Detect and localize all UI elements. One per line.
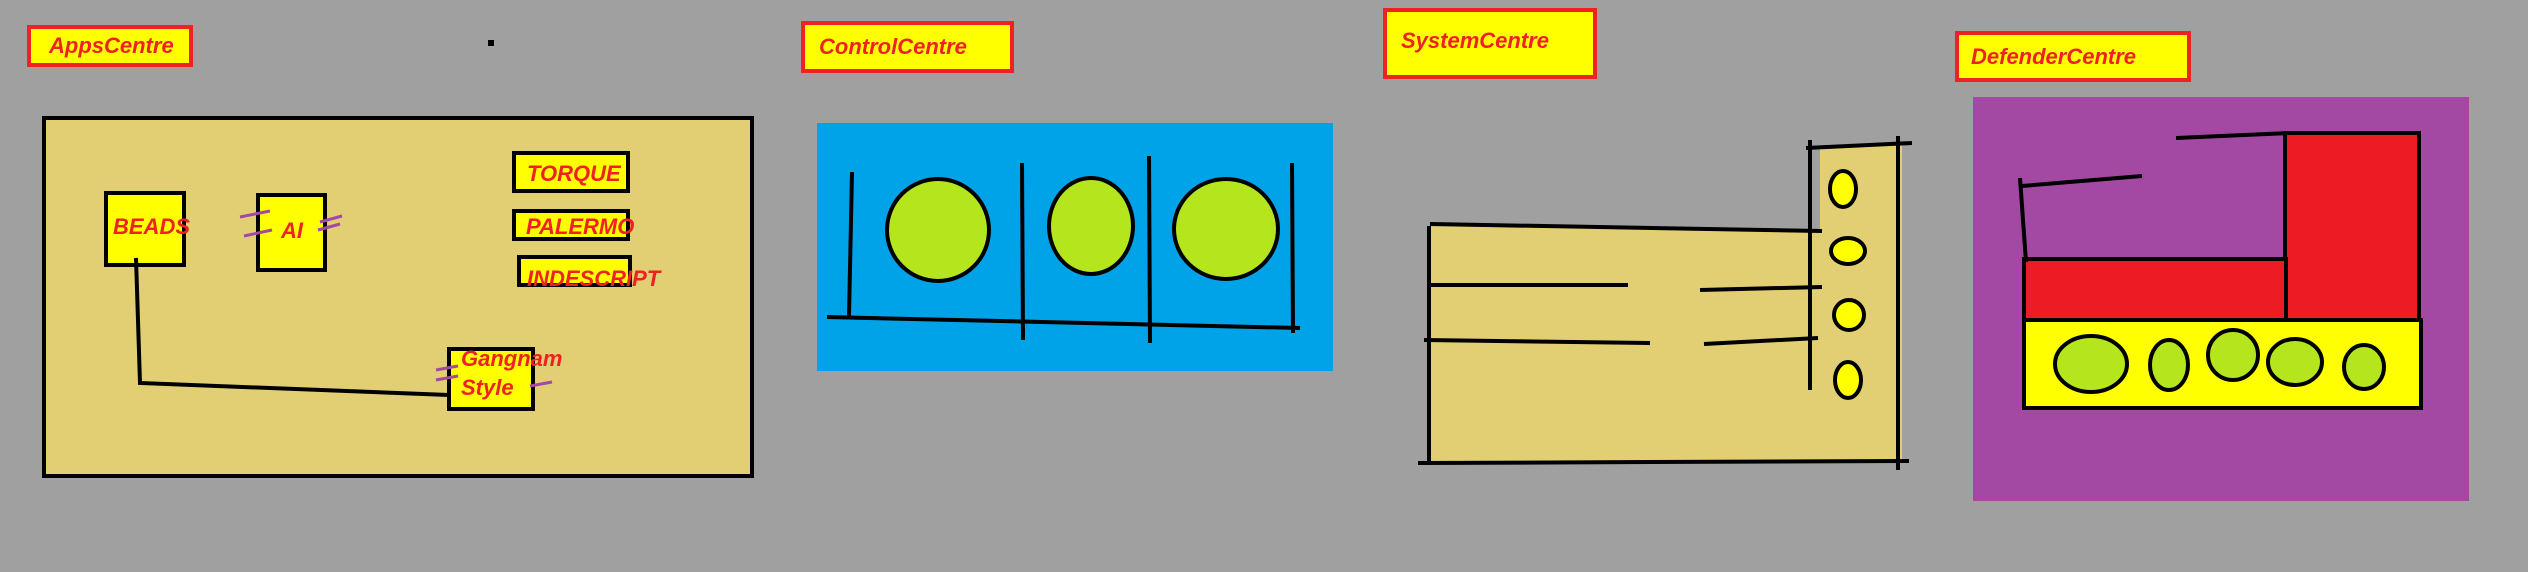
system-panel-bg <box>1430 146 1902 462</box>
system-oval-2 <box>1829 236 1867 266</box>
ai-label: AI <box>281 218 303 243</box>
torque-box <box>512 151 630 193</box>
beads-box <box>104 191 186 267</box>
system-centre-label: SystemCentre <box>1383 8 1597 79</box>
system-lines <box>1417 136 1913 470</box>
gangnam-label-line1: Gangnam <box>461 346 563 371</box>
apps-centre-panel <box>42 116 754 478</box>
control-circle-2 <box>1047 176 1135 276</box>
defender-lines <box>2018 131 2291 263</box>
apps-centre-label: AppsCentre <box>27 25 193 67</box>
ai-box <box>256 193 327 272</box>
system-centre-panel <box>1417 136 1913 470</box>
apps-panel-bg <box>42 116 754 478</box>
defender-circle-5 <box>2342 343 2386 391</box>
indescript-box <box>517 255 632 287</box>
defender-centre-label: DefenderCentre <box>1955 31 2191 82</box>
control-lines <box>826 155 1301 344</box>
defender-circle-4 <box>2266 337 2324 387</box>
stray-dot <box>488 40 494 46</box>
indescript-label: INDESCRIPT <box>527 266 661 291</box>
ai-squiggles <box>239 209 553 388</box>
defender-red-bar <box>2022 257 2288 322</box>
torque-label: TORQUE <box>527 161 621 186</box>
defender-centre-panel <box>1973 97 2469 501</box>
control-centre-label: ControlCentre <box>801 21 1014 73</box>
palermo-box <box>512 209 630 241</box>
defender-circle-2 <box>2148 338 2190 392</box>
control-centre-panel <box>817 123 1333 371</box>
beads-label: BEADS <box>113 214 191 239</box>
gangnam-label-line2: Style <box>461 375 514 400</box>
system-oval-1 <box>1828 169 1858 209</box>
control-circle-1 <box>885 177 991 283</box>
system-oval-3 <box>1832 298 1866 332</box>
palermo-label: PALERMO <box>526 214 635 239</box>
defender-circle-1 <box>2053 334 2129 394</box>
defender-circle-3 <box>2206 328 2260 382</box>
defender-red-tower <box>2283 131 2421 324</box>
control-circle-3 <box>1172 177 1280 281</box>
system-oval-4 <box>1833 360 1863 400</box>
beads-gangnam-connector <box>134 257 450 397</box>
